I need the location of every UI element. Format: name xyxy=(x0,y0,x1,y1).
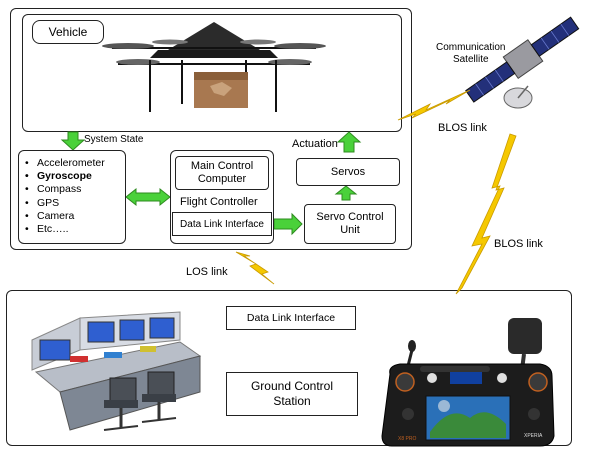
main-control-computer-box: Main Control Computer xyxy=(175,156,269,190)
satellite-line2: Satellite xyxy=(452,54,489,65)
main-control-line2: Computer xyxy=(197,173,247,185)
blos-link-bolt-1 xyxy=(397,89,471,121)
servocontrol-servos-arrow xyxy=(334,185,358,201)
sensor-controller-double-arrow xyxy=(125,187,171,207)
actuation-arrow xyxy=(336,131,362,153)
controller-brand-label: XPERIA xyxy=(524,433,543,439)
servo-control-unit-box: Servo Control Unit xyxy=(304,204,396,244)
ground-control-line2: Station xyxy=(273,394,311,408)
sensor-list: Accelerometer Gyroscope Compass GPS Came… xyxy=(23,157,121,236)
ground-control-station-box: Ground Control Station xyxy=(226,372,358,416)
sensor-item: Compass xyxy=(25,183,121,196)
servo-control-line2: Unit xyxy=(340,224,360,236)
sensors-box: Accelerometer Gyroscope Compass GPS Came… xyxy=(18,150,126,244)
servos-label: Servos xyxy=(330,166,366,178)
system-state-label: System State xyxy=(84,134,144,145)
flight-controller-label: Flight Controller xyxy=(180,196,258,208)
vehicle-label: Vehicle xyxy=(48,25,88,39)
ground-console-image xyxy=(31,311,202,431)
drone-data-link-box: Data Link Interface xyxy=(172,212,272,236)
sensor-item: Gyroscope xyxy=(25,170,121,183)
servo-control-line1: Servo Control xyxy=(316,211,384,223)
drone-image xyxy=(102,22,326,112)
blos-link-label-2: BLOS link xyxy=(494,238,543,250)
blos-link-bolt-2 xyxy=(455,133,517,295)
ground-data-link-label: Data Link Interface xyxy=(246,312,336,324)
vehicle-label-box: Vehicle xyxy=(32,20,104,44)
sensor-item: Etc….. xyxy=(25,223,121,236)
svg-text:X8 PRO: X8 PRO xyxy=(398,436,416,442)
servos-box: Servos xyxy=(296,158,400,186)
blos-link-label-1: BLOS link xyxy=(438,122,487,134)
sensor-item: Accelerometer xyxy=(25,157,121,170)
main-control-line1: Main Control xyxy=(190,160,254,172)
satellite-label: Communication Satellite xyxy=(436,42,505,66)
los-link-label: LOS link xyxy=(186,266,228,278)
system-state-arrow xyxy=(60,131,86,151)
actuation-label: Actuation xyxy=(292,138,338,150)
ground-data-link-box: Data Link Interface xyxy=(226,306,356,330)
ground-control-line1: Ground Control xyxy=(250,379,334,393)
datalink-servo-arrow xyxy=(273,212,303,236)
handheld-controller-image: X8 PRO xyxy=(381,318,555,447)
sensor-item: Camera xyxy=(25,210,121,223)
drone-data-link-label: Data Link Interface xyxy=(180,218,264,230)
sensor-item: GPS xyxy=(25,197,121,210)
satellite-line1: Communication xyxy=(436,42,506,53)
los-link-bolt xyxy=(235,251,275,285)
satellite-image xyxy=(465,16,580,109)
